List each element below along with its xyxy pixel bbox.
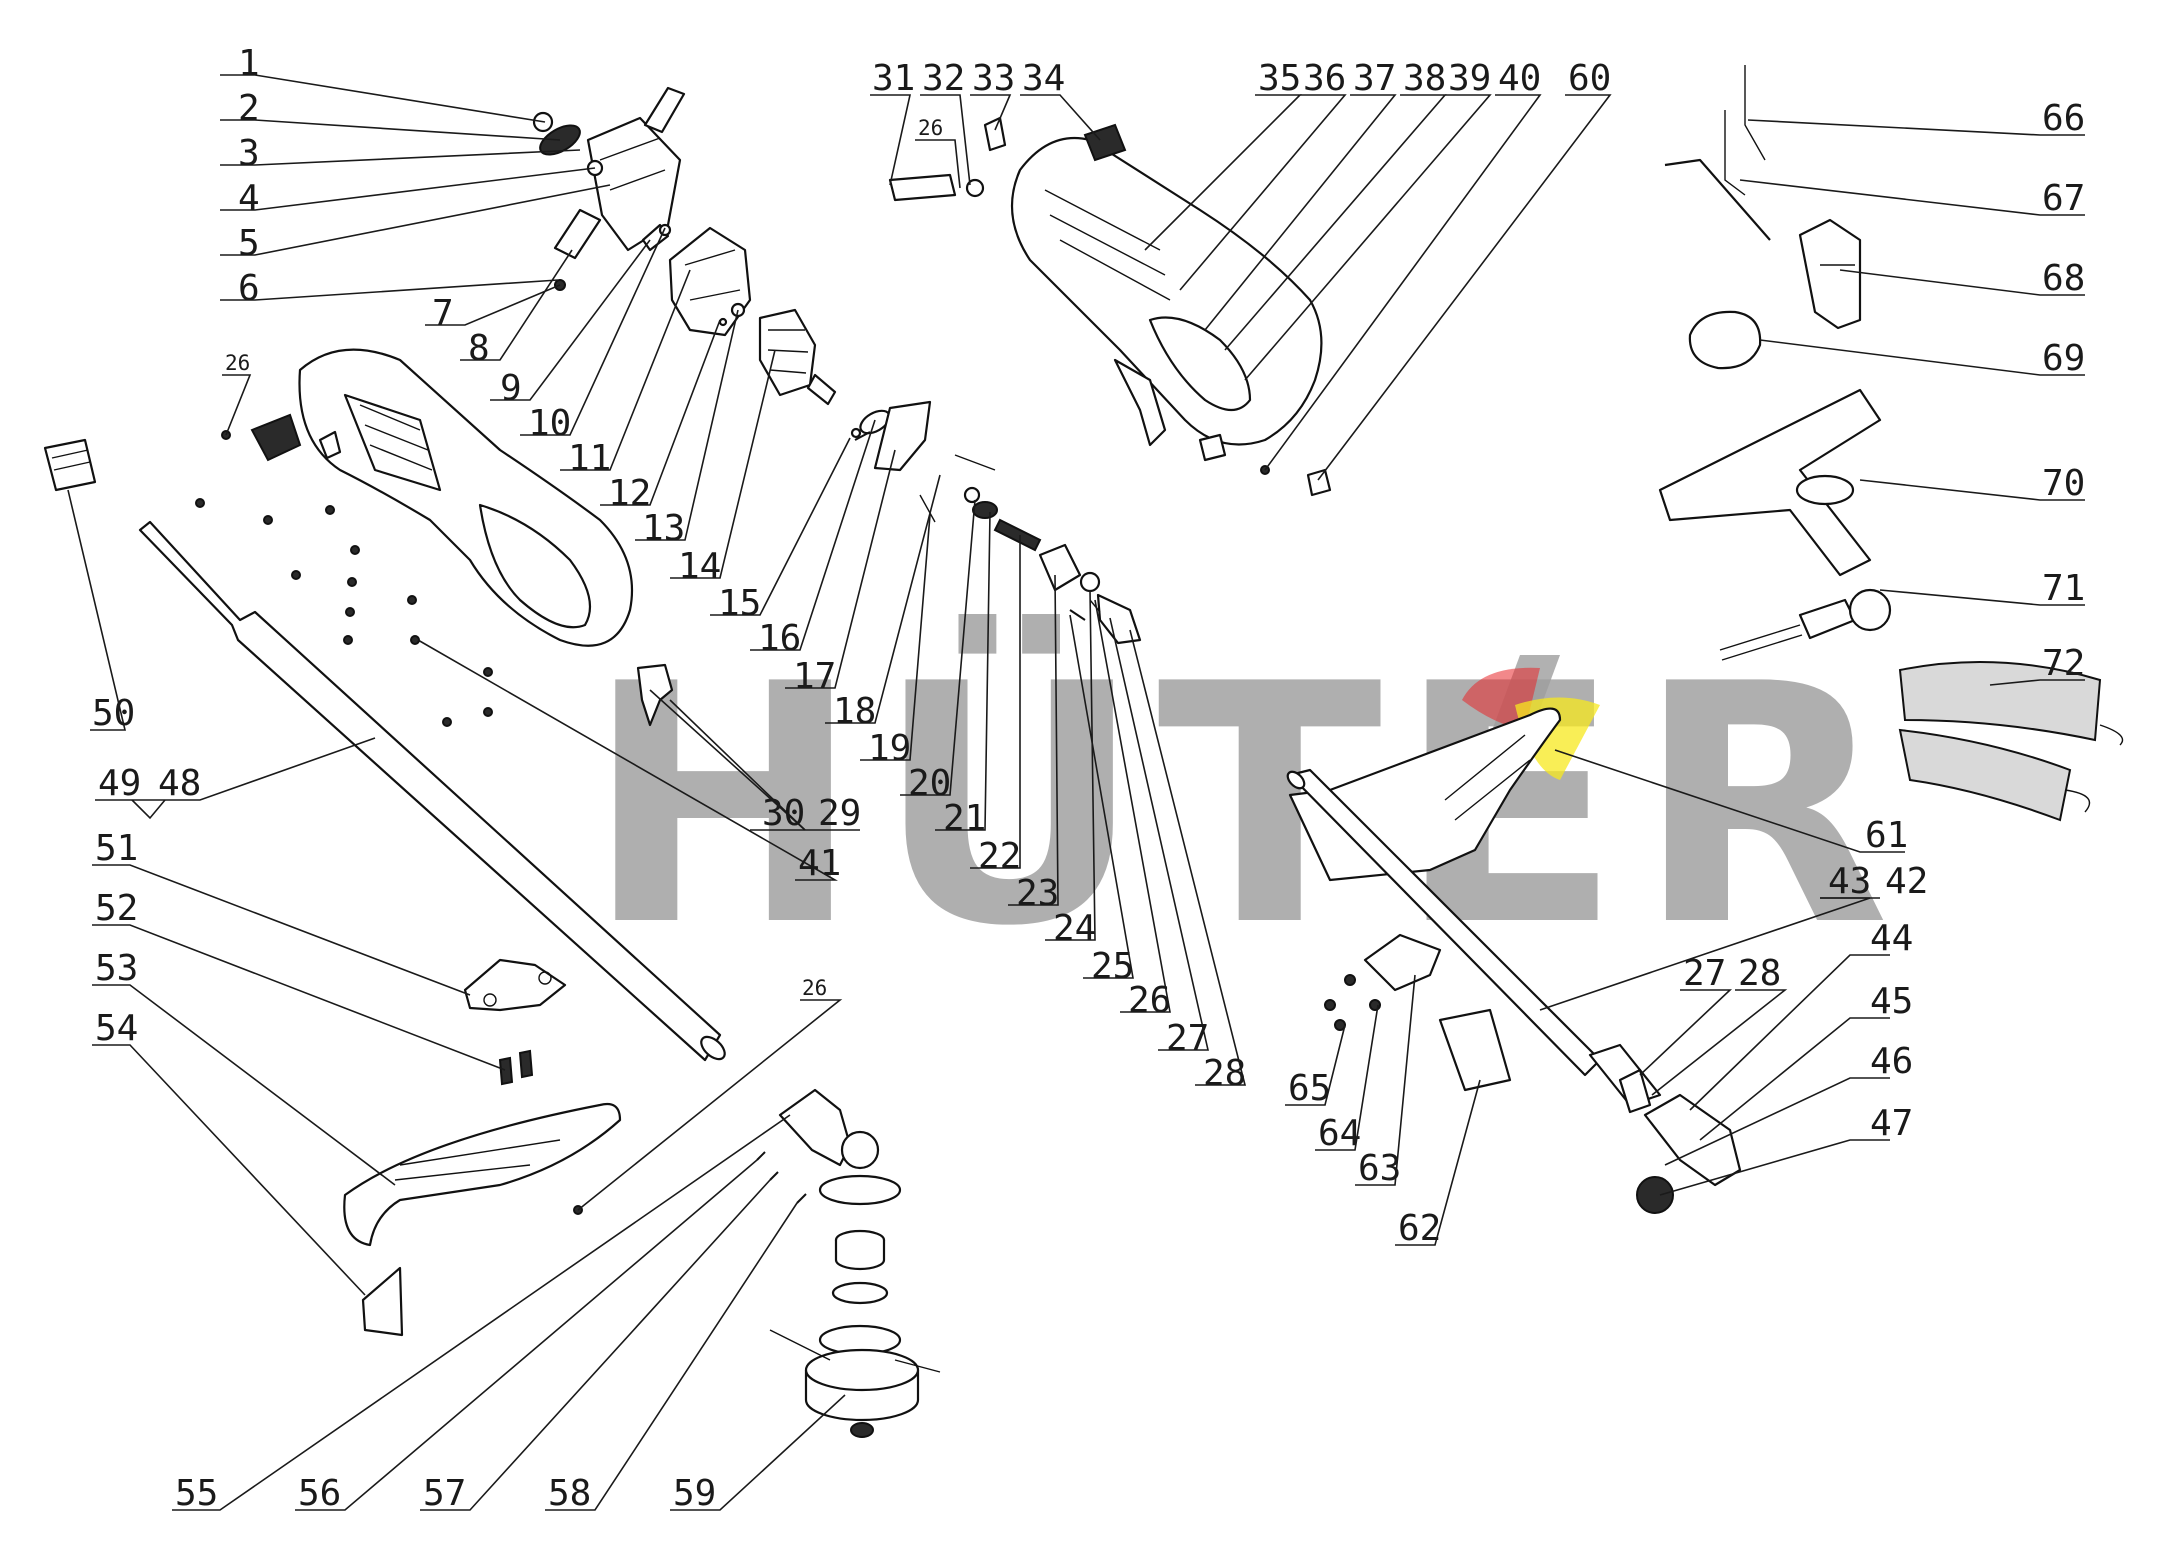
callout-11: 11 [568, 438, 611, 479]
callout-48: 48 [158, 763, 201, 804]
callout-8: 8 [468, 328, 490, 369]
callout-13: 13 [642, 508, 685, 549]
callout-5: 5 [238, 223, 260, 264]
callout-25: 25 [1091, 946, 1134, 987]
main-shaft-part [138, 520, 726, 1062]
tool-kit-part [1664, 65, 1862, 370]
callout-22: 22 [978, 836, 1021, 877]
callout-19: 19 [868, 728, 911, 769]
callout-26-guard: 26 [802, 976, 827, 1000]
callout-50: 50 [92, 693, 135, 734]
callout-27: 27 [1166, 1018, 1209, 1059]
left-handle-housing-part [250, 348, 634, 647]
callout-59: 59 [673, 1473, 716, 1514]
shoulder-strap-part [1898, 661, 2124, 822]
screws-part [195, 430, 493, 727]
callout-20: 20 [908, 763, 951, 804]
callout-58: 58 [548, 1473, 591, 1514]
callout-15: 15 [718, 583, 761, 624]
grip-sleeve-part [43, 438, 97, 492]
callout-36: 36 [1303, 58, 1346, 99]
callout-32: 32 [922, 58, 965, 99]
callout-41: 41 [798, 843, 841, 884]
callout-10: 10 [528, 403, 571, 444]
callout-23: 23 [1016, 873, 1059, 914]
callout-62: 62 [1398, 1208, 1441, 1249]
callout-26-left: 26 [225, 351, 250, 375]
callout-24: 24 [1053, 908, 1096, 949]
callout-47: 47 [1870, 1103, 1913, 1144]
callout-51: 51 [95, 828, 138, 869]
front-handle-part [1286, 707, 1742, 1214]
gear-head-part [532, 86, 686, 291]
callout-18: 18 [833, 691, 876, 732]
callout-64: 64 [1318, 1113, 1361, 1154]
callout-4: 4 [238, 178, 260, 219]
drive-shaft-parts [850, 400, 1142, 645]
callout-53: 53 [95, 948, 138, 989]
callout-44: 44 [1870, 918, 1913, 959]
callout-39: 39 [1448, 58, 1491, 99]
callout-60: 60 [1568, 58, 1611, 99]
callout-29: 29 [818, 793, 861, 834]
right-handle-housing-part [888, 116, 1332, 497]
callout-28: 28 [1203, 1053, 1246, 1094]
guard-bracket-part [463, 958, 567, 1086]
callout-6: 6 [238, 268, 260, 309]
power-plug-part [1719, 588, 1892, 661]
callout-16: 16 [758, 618, 801, 659]
callout-28-right: 28 [1738, 953, 1781, 994]
callout-21: 21 [943, 798, 986, 839]
callout-43: 43 [1828, 861, 1871, 902]
callout-31: 31 [872, 58, 915, 99]
callout-38: 38 [1403, 58, 1446, 99]
callout-3: 3 [238, 133, 260, 174]
callout-26: 26 [1128, 980, 1171, 1021]
callout-40: 40 [1498, 58, 1541, 99]
callout-12: 12 [608, 473, 651, 514]
three-tooth-blade-part [1658, 388, 1882, 577]
trimmer-head-part [756, 1088, 941, 1438]
brand-watermark: HÜTER [585, 611, 1904, 998]
callout-52: 52 [95, 888, 138, 929]
callout-37: 37 [1353, 58, 1396, 99]
callout-72: 72 [2042, 643, 2085, 684]
callout-65: 65 [1288, 1068, 1331, 1109]
callout-labels: 1 2 3 4 5 6 7 8 9 10 11 12 13 14 15 16 1… [92, 43, 2085, 1514]
callout-54: 54 [95, 1008, 138, 1049]
callout-68: 68 [2042, 258, 2085, 299]
callout-67: 67 [2042, 178, 2085, 219]
callout-66: 66 [2042, 98, 2085, 139]
callout-14: 14 [678, 546, 721, 587]
callout-46: 46 [1870, 1041, 1913, 1082]
motor-part [668, 226, 837, 406]
watermark-text: HÜTER [585, 611, 1904, 998]
callout-35: 35 [1258, 58, 1301, 99]
callout-17: 17 [793, 656, 836, 697]
callout-49: 49 [98, 763, 141, 804]
callout-45: 45 [1870, 981, 1913, 1022]
callout-55: 55 [175, 1473, 218, 1514]
callout-30: 30 [762, 793, 805, 834]
callout-56: 56 [298, 1473, 341, 1514]
callout-71: 71 [2042, 568, 2085, 609]
callout-69: 69 [2042, 338, 2085, 379]
callout-7: 7 [432, 293, 454, 334]
grass-guard-part [343, 1102, 622, 1337]
callout-33: 33 [972, 58, 1015, 99]
callout-34: 34 [1022, 58, 1065, 99]
callout-1: 1 [238, 43, 260, 84]
callout-42: 42 [1885, 861, 1928, 902]
callout-57: 57 [423, 1473, 466, 1514]
callout-9: 9 [500, 368, 522, 409]
callout-2: 2 [238, 88, 260, 129]
callout-63: 63 [1358, 1148, 1401, 1189]
callout-leader-lines [67, 74, 2085, 1511]
callout-70: 70 [2042, 463, 2085, 504]
callout-27-right: 27 [1683, 953, 1726, 994]
callout-61: 61 [1865, 815, 1908, 856]
callout-26-top: 26 [918, 116, 943, 140]
parts-group [43, 65, 2124, 1438]
